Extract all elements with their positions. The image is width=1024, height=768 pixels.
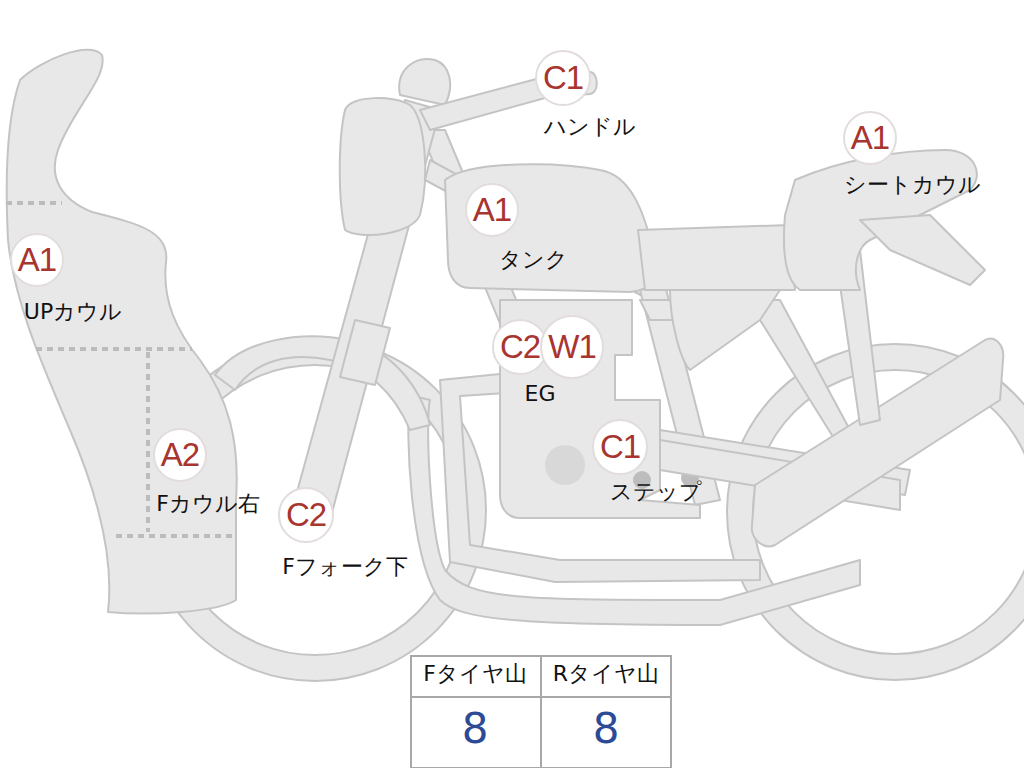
callout-circle: C1: [592, 419, 648, 475]
part-name: ハンドル: [544, 115, 636, 139]
callout-circle: A1: [10, 233, 64, 287]
callout-circle: C1: [535, 50, 591, 106]
table-header: Rタイヤ山: [553, 662, 659, 686]
part-name: Fフォーク下: [282, 555, 408, 579]
callout-circle: W1: [540, 315, 604, 379]
callout-circle: A1: [843, 111, 897, 165]
callout-circle: A1: [465, 183, 519, 237]
part-name: UPカウル: [24, 300, 122, 324]
part-name: シートカウル: [844, 173, 981, 197]
callout-circle: C2: [278, 487, 334, 543]
part-name: ステップ: [610, 480, 702, 504]
engine-label: EG: [525, 382, 556, 406]
tread-value: 8: [462, 706, 489, 752]
tread-value: 8: [593, 706, 620, 752]
part-name: タンク: [499, 248, 568, 272]
callout-circle: A2: [153, 428, 207, 482]
table-header: Fタイヤ山: [423, 662, 527, 686]
part-name: Fカウル右: [156, 492, 260, 516]
